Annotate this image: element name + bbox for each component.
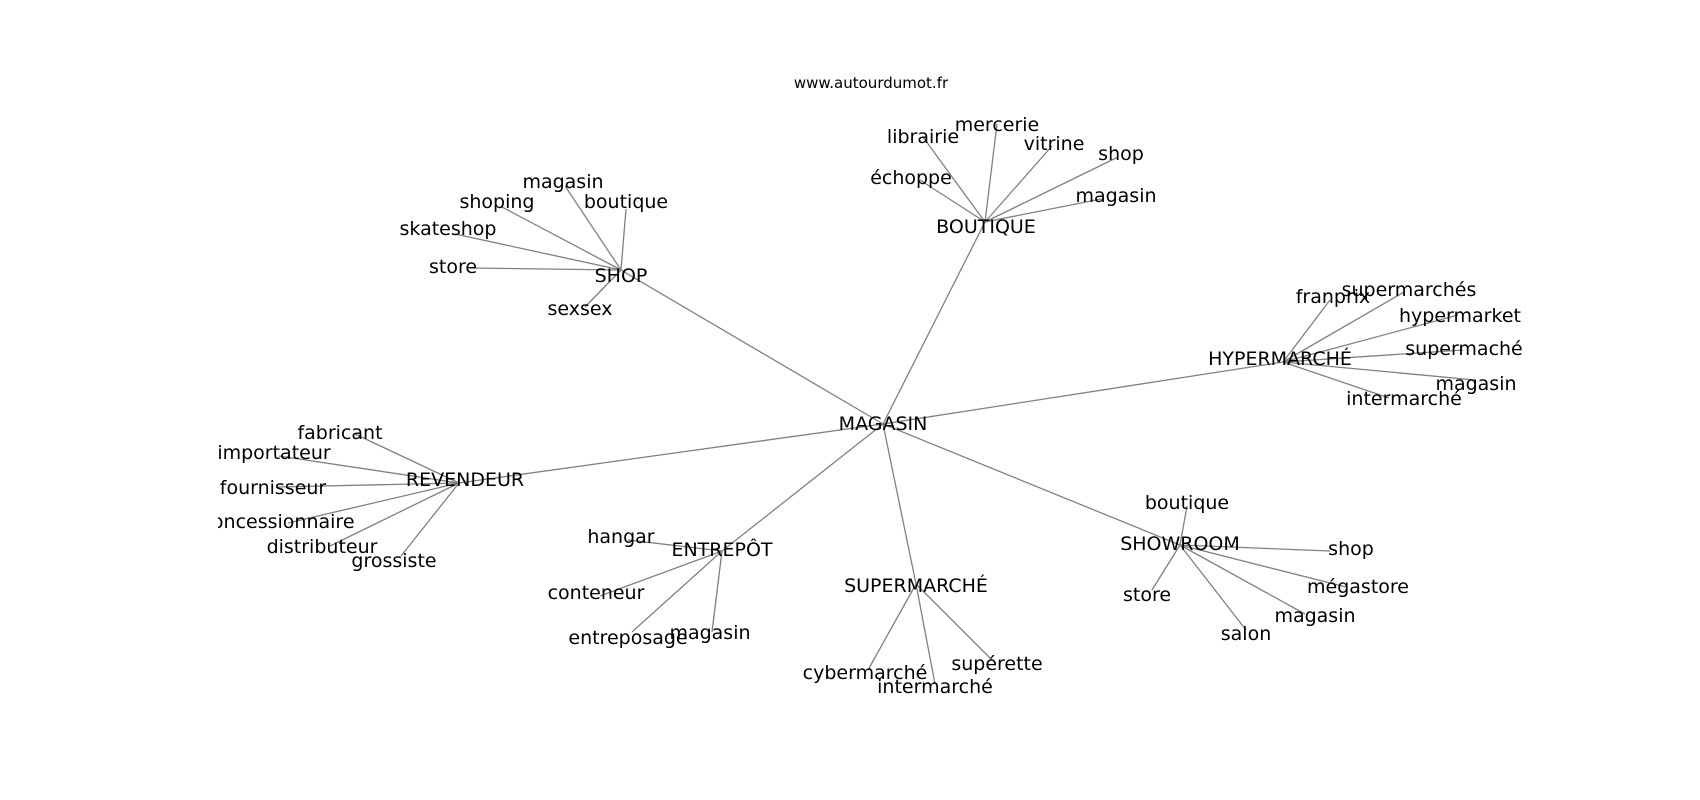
edge-3-2 <box>277 482 460 488</box>
edge-5-1 <box>915 583 936 685</box>
leaf-node-label: salon <box>1221 623 1272 645</box>
leaf-node-label: boutique <box>584 191 668 213</box>
group-node-label: HYPERMARCHÉ <box>1208 347 1352 370</box>
leaf-node-label: shoping <box>459 191 534 213</box>
edge-2-2 <box>1282 314 1459 363</box>
edge-center-6 <box>882 423 1181 546</box>
leaf-node-label: magasin <box>522 171 603 193</box>
leaf-node-label: hypermarket <box>1399 305 1521 327</box>
leaf-node-label: intermarché <box>1346 388 1462 410</box>
edge-center-2 <box>882 361 1284 425</box>
group-node-label: SHOWROOM <box>1120 533 1240 555</box>
leaf-node-label: intermarché <box>877 676 993 698</box>
edge-0-0 <box>564 185 622 271</box>
edge-4-1 <box>599 550 723 597</box>
leaf-node-label: boutique <box>1145 492 1229 514</box>
edge-0-4 <box>469 267 622 271</box>
edge-center-0 <box>620 269 884 425</box>
leaf-node-label: fabricant <box>297 422 382 444</box>
edge-5-0 <box>867 583 917 671</box>
edge-3-4 <box>329 482 460 547</box>
edge-3-1 <box>278 455 460 484</box>
leaf-node-label: vitrine <box>1024 133 1085 155</box>
leaf-node-label: hangar <box>587 526 654 548</box>
edge-4-3 <box>711 550 723 633</box>
group-node-label: SUPERMARCHÉ <box>844 574 988 597</box>
edge-1-5 <box>984 198 1102 223</box>
edge-6-3 <box>1179 544 1347 588</box>
group-node-label: ENTREPÔT <box>671 537 772 561</box>
edge-0-5 <box>584 269 622 308</box>
edge-2-4 <box>1282 361 1476 381</box>
edge-center-1 <box>882 221 986 425</box>
leaf-node-label: entreposage <box>568 627 687 649</box>
center-node-label: MAGASIN <box>839 413 928 435</box>
edge-0-1 <box>501 206 622 271</box>
group-node-label: BOUTIQUE <box>936 216 1036 238</box>
edge-center-3 <box>458 423 884 484</box>
leaf-node-label: concessionnaire <box>201 511 354 533</box>
leaf-node-label: grossiste <box>351 550 436 572</box>
edge-center-4 <box>721 423 884 552</box>
leaf-node-label: sexsex <box>548 298 613 320</box>
edge-2-5 <box>1282 361 1390 399</box>
source-credit: www.autourdumot.fr <box>794 74 949 92</box>
edge-2-3 <box>1282 349 1464 363</box>
edge-1-0 <box>922 136 986 223</box>
group-node-label: REVENDEUR <box>406 469 524 491</box>
edge-center-5 <box>882 423 917 585</box>
edge-2-1 <box>1282 291 1405 363</box>
leaf-node-label: magasin <box>1435 373 1516 395</box>
leaf-node-label: cybermarché <box>803 662 928 684</box>
edge-4-0 <box>627 539 723 552</box>
leaf-node-label: distributeur <box>267 536 378 558</box>
edge-5-2 <box>915 583 993 661</box>
edge-6-5 <box>1179 544 1247 631</box>
leaf-node-label: magasin <box>1274 605 1355 627</box>
edge-6-4 <box>1179 544 1306 615</box>
edge-0-3 <box>454 233 622 271</box>
edge-6-2 <box>1151 544 1181 591</box>
leaf-node-label: supermaché <box>1405 338 1523 360</box>
leaf-node-label: skateshop <box>400 218 497 240</box>
edge-6-1 <box>1179 544 1331 552</box>
leaf-node-label: mégastore <box>1307 576 1409 598</box>
leaf-node-label: fournisseur <box>220 477 327 499</box>
edge-3-3 <box>287 482 460 524</box>
edge-1-4 <box>919 179 986 223</box>
leaf-node-label: store <box>1123 584 1171 606</box>
edges <box>277 123 1476 685</box>
edge-1-3 <box>984 156 1119 223</box>
edge-0-2 <box>620 208 627 271</box>
edge-1-1 <box>984 123 998 223</box>
leaf-node-label: magasin <box>669 622 750 644</box>
leaf-node-label: importateur <box>217 442 331 464</box>
leaf-node-label: librairie <box>887 126 959 148</box>
leaf-node-label: supermarchés <box>1342 279 1477 301</box>
edge-1-2 <box>984 145 1053 223</box>
leaf-node-label: store <box>429 256 477 278</box>
edge-3-0 <box>354 433 460 484</box>
leaf-node-label: franprix <box>1296 286 1371 308</box>
edge-3-5 <box>400 482 460 557</box>
leaf-node-label: shop <box>1328 538 1374 560</box>
leaf-node-label: magasin <box>1075 185 1156 207</box>
leaf-node-label: mercerie <box>955 114 1040 136</box>
leaf-node-label: shop <box>1098 143 1144 165</box>
edge-6-0 <box>1179 505 1188 546</box>
edge-4-2 <box>631 550 723 633</box>
edge-2-0 <box>1282 299 1331 363</box>
leaf-node-label: échoppe <box>870 167 952 189</box>
leaf-node-label: conteneur <box>548 582 645 604</box>
group-node-label: SHOP <box>595 265 648 287</box>
leaf-node-label: supérette <box>951 653 1042 675</box>
